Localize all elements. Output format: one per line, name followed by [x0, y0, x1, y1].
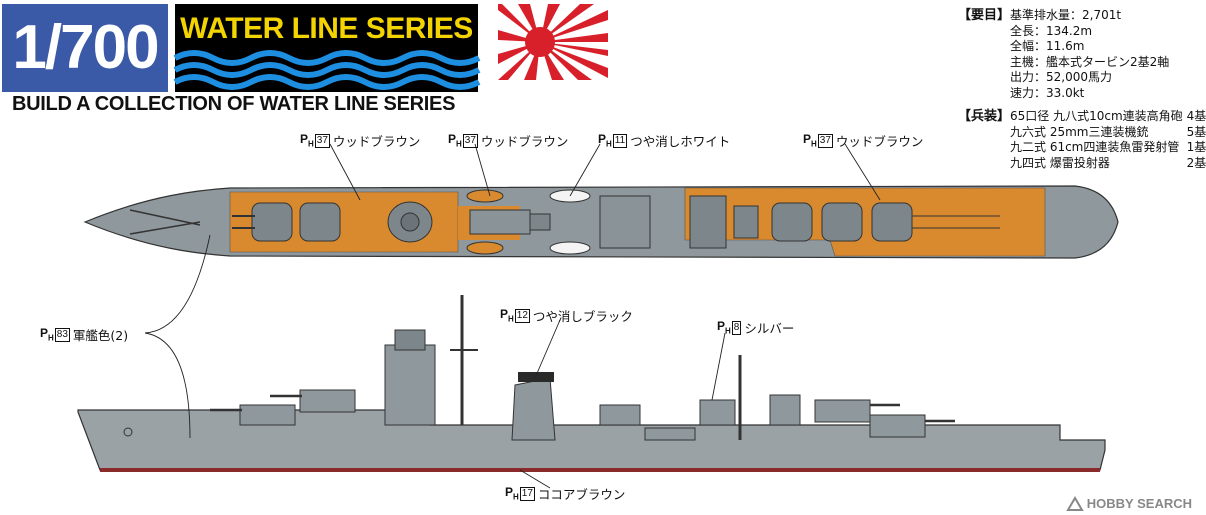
armament-heading: 【兵装】: [958, 109, 1011, 124]
paint-prefix: PH: [40, 326, 54, 343]
armament-count: 4基: [1186, 109, 1206, 123]
paint-prefix: PH: [717, 319, 731, 336]
paint-number: 12: [514, 308, 530, 323]
watermark: HOBBY SEARCH: [1066, 495, 1192, 511]
paint-number: 37: [817, 133, 833, 148]
specifications: 【要目】基準排水量：2,701t 全長：134.2m 全幅：11.6m 主機：艦…: [958, 8, 1206, 171]
paint-name: ウッドブラウン: [332, 134, 421, 149]
armament-row: 九六式 25mm三連装機銃 5基: [958, 125, 1206, 141]
side-view: [77, 295, 1106, 472]
series-title: WATER LINE SERIES: [180, 12, 473, 45]
paint-label-wood-brown-aft: PH 37 ウッドブラウン: [803, 131, 923, 150]
paint-name: シルバー: [744, 321, 795, 336]
armament-row: 九四式 爆雷投射器 2基: [958, 156, 1206, 172]
wave-graphic: [173, 50, 481, 90]
paint-name: つや消しホワイト: [630, 134, 731, 149]
armament-count: 2基: [1186, 155, 1206, 170]
paint-prefix: PH: [505, 485, 519, 502]
paint-number: 17: [519, 486, 535, 501]
paint-name: ココアブラウン: [537, 487, 626, 502]
series-logo: WATER LINE SERIES: [173, 4, 481, 92]
armament-name: 65口径 九八式10cm連装高角砲: [1010, 109, 1183, 123]
top-view: [83, 185, 1119, 259]
paint-name: つや消しブラック: [532, 309, 633, 324]
paint-number: 37: [314, 133, 330, 148]
paint-label-silver: PH 8 シルバー: [717, 318, 794, 337]
paint-name: 軍艦色(2): [72, 328, 129, 343]
paint-label-flat-black: PH 12 つや消しブラック: [500, 306, 633, 325]
spec-row: 全幅：11.6m: [1010, 39, 1085, 53]
armament-count: 1基: [1186, 140, 1206, 154]
leader-lines: [144, 143, 881, 489]
paint-number: 37: [462, 133, 478, 148]
rising-sun-flag-icon: [498, 4, 608, 80]
spec-row: 全長：134.2m: [1010, 23, 1093, 38]
paint-prefix: PH: [448, 132, 462, 149]
watermark-text: HOBBY SEARCH: [1086, 496, 1192, 511]
paint-prefix: PH: [803, 132, 817, 149]
spec-row: 主機：艦本式タービン2基2軸: [1010, 54, 1170, 69]
subtitle: BUILD A COLLECTION OF WATER LINE SERIES: [12, 93, 456, 115]
paint-number: 11: [612, 133, 628, 148]
paint-prefix: PH: [300, 132, 314, 149]
paint-label-wood-brown-fwd: PH 37 ウッドブラウン: [300, 131, 420, 150]
paint-name: ウッドブラウン: [835, 134, 924, 149]
scale-badge: 1/700: [2, 4, 168, 92]
paint-number: 83: [54, 327, 70, 342]
hobby-search-logo-icon: [1066, 495, 1084, 511]
paint-label-flat-white: PH 11 つや消しホワイト: [598, 131, 730, 150]
spec-row: 出力：52,000馬力: [1010, 70, 1112, 84]
armament-row: 九二式 61cm四連装魚雷発射管 1基: [958, 140, 1206, 156]
armament-name: 九二式 61cm四連装魚雷発射管: [1010, 140, 1180, 154]
paint-prefix: PH: [500, 307, 514, 324]
armament-count: 5基: [1186, 124, 1206, 139]
specs-heading: 【要目】: [958, 8, 1011, 23]
paint-label-wood-brown-boat: PH 37 ウッドブラウン: [448, 131, 568, 150]
paint-number: 8: [731, 320, 742, 335]
armament-name: 九四式 爆雷投射器: [1010, 155, 1110, 170]
armament-name: 九六式 25mm三連装機銃: [1010, 124, 1149, 139]
paint-label-warship-color: PH 83 軍艦色(2): [40, 325, 128, 344]
spec-row: 基準排水量：2,701t: [1010, 8, 1122, 22]
paint-prefix: PH: [598, 132, 612, 149]
paint-name: ウッドブラウン: [480, 134, 569, 149]
paint-label-cocoa-brown: PH 17 ココアブラウン: [505, 484, 625, 503]
spec-row: 速力：33.0kt: [1010, 85, 1085, 100]
